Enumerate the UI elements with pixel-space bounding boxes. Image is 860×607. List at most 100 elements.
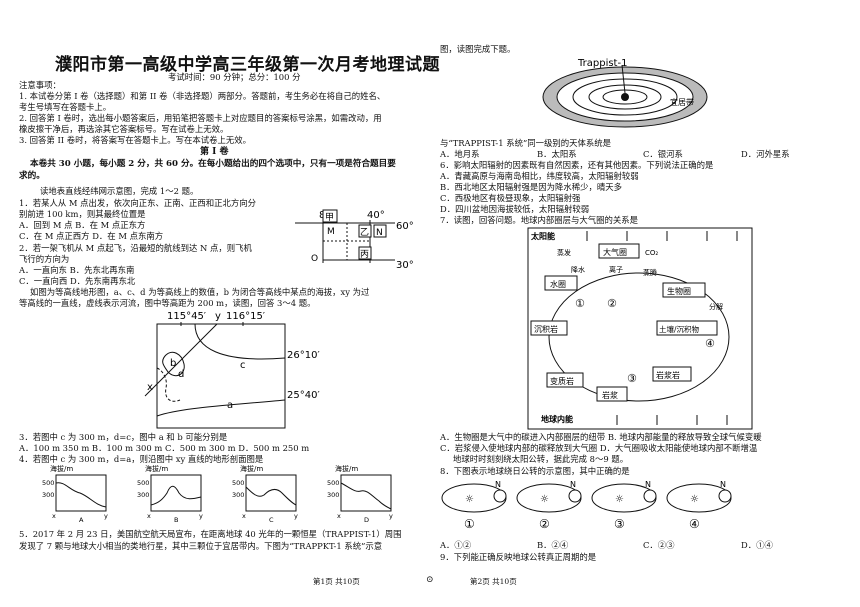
profile-c: 海拔/m 500 300 x y C — [232, 464, 298, 523]
b-label: b — [170, 358, 176, 369]
svg-text:N: N — [495, 480, 501, 489]
cell-bing: 丙 — [360, 249, 369, 260]
svg-text:500: 500 — [232, 479, 244, 487]
q2-options: A．一直向东 B．先东北再东南 — [19, 265, 135, 275]
q1-intro: 读地表直线经纬网示意图，完成 1～2 题。 — [40, 186, 199, 196]
svg-text:☼: ☼ — [690, 494, 699, 505]
profile-d: 海拔/m 500 300 x y D — [327, 464, 393, 523]
lon-label: 40° — [367, 210, 385, 221]
svg-text:☼: ☼ — [615, 494, 624, 505]
q3-intro: 如图为等高线地形图，a、c、d 为等高线上的数值，b 为闭合等高线中某点的海拔，… — [30, 287, 370, 297]
q5-option: A．地月系 — [440, 149, 480, 159]
q6-option: A．青藏高原与海南岛相比，纬度较高，太阳辐射较弱 — [440, 171, 639, 181]
svg-text:地球内能: 地球内能 — [541, 414, 573, 424]
svg-text:①: ① — [464, 517, 475, 531]
q7-option: C．岩浆侵入使地球内部的碳释放到大气圈 D．大气圈吸收太阳能使地球内部不断增温 — [440, 443, 758, 453]
page-footer-left: 第1页 共10页 — [313, 577, 360, 586]
note-line: 3. 回答第 II 卷时，将答案写在答题卡上。写在本试卷上无效。 — [19, 135, 251, 145]
svg-text:D: D — [364, 516, 369, 523]
page-title: 濮阳市第一高级中学高三年级第一次月考地理试题 — [55, 55, 440, 75]
q4-line: 4．若图中 c 为 300 m，d=a，则沿图中 xy 直线的地形剖面图是 — [19, 454, 264, 464]
q8-option: B．②④ — [537, 540, 569, 550]
q2-line: 2．若一架飞机从 M 点起飞，沿最短的航线到达 N 点，则飞机 — [19, 243, 252, 253]
point-n: N — [376, 228, 383, 238]
svg-text:蒸发: 蒸发 — [557, 248, 571, 257]
svg-text:300: 300 — [42, 491, 54, 499]
q5-option: B．太阳系 — [537, 149, 577, 159]
svg-text:300: 300 — [327, 491, 339, 499]
profile-a: 海拔/m 500 300 x y A — [42, 464, 108, 523]
q2-line: 飞行的方向为 — [19, 254, 70, 264]
svg-text:☼: ☼ — [465, 494, 474, 505]
section-intro: 本卷共 30 小题，每小题 2 分，共 60 分。在每小题给出的四个选项中，只有… — [30, 159, 396, 169]
earth-cycle-diagram: 太阳能 地球内能 大气圈 水圈 生物圈 沉积岩 土壤/沉积物 变质岩 岩浆 岩浆… — [527, 227, 753, 430]
svg-text:离子: 离子 — [609, 265, 623, 274]
habitable-zone-label: 宜居带 — [670, 97, 694, 107]
svg-text:沉积岩: 沉积岩 — [534, 324, 558, 334]
svg-text:②: ② — [539, 517, 550, 531]
note-line: 橡皮擦干净后，再选涂其它答案标号。写在试卷上无效。 — [19, 124, 229, 134]
svg-text:太阳能: 太阳能 — [530, 231, 555, 241]
svg-text:x: x — [147, 512, 151, 520]
d-label: d — [178, 369, 184, 380]
q8-line: 8．下图表示地球绕日公转的示意图，其中正确的是 — [440, 466, 630, 476]
svg-text:x: x — [242, 512, 246, 520]
orbit-options: ☼ N ① ☼ N ② ☼ N ③ ☼ N ④ — [441, 480, 732, 531]
q5-option: D．河外星系 — [741, 149, 790, 159]
svg-text:降水: 降水 — [571, 265, 585, 274]
profile-options: 海拔/m 500 300 x y A 海拔/m 500 300 x y B 海拔… — [42, 464, 393, 523]
svg-text:③: ③ — [614, 517, 625, 531]
c-label: c — [240, 360, 246, 371]
svg-text:☼: ☼ — [540, 494, 549, 505]
svg-text:300: 300 — [137, 491, 149, 499]
svg-text:④: ④ — [705, 337, 715, 350]
svg-text:C: C — [269, 516, 274, 523]
svg-text:分解: 分解 — [709, 302, 723, 311]
svg-text:海拔/m: 海拔/m — [335, 464, 358, 473]
svg-text:海拔/m: 海拔/m — [145, 464, 168, 473]
svg-text:500: 500 — [42, 479, 54, 487]
svg-text:岩浆: 岩浆 — [602, 390, 618, 400]
lon-label: 116°15′ — [226, 311, 266, 322]
lat-label: 25°40′ — [287, 390, 320, 401]
svg-text:500: 500 — [327, 479, 339, 487]
svg-text:N: N — [645, 480, 651, 489]
q5-line: 5．2017 年 2 月 23 日，美国航空航天局宣布，在距离地球 40 光年的… — [19, 529, 402, 539]
q1-line: 1．若某人从 M 点出发，依次向正东、正南、正西和正北方向分 — [19, 198, 256, 208]
q8-option: A．①② — [440, 540, 472, 550]
q6-line: 6．影响太阳辐射的因素既有自然因素，还有其他因素。下列说法正确的是 — [440, 160, 714, 170]
section-title: 第 I 卷 — [200, 147, 229, 157]
lat-label: 60° — [396, 221, 414, 232]
q1-options: C．在 M 点正西方 D．在 M 点东南方 — [19, 231, 164, 241]
profile-b: 海拔/m 500 300 x y B — [137, 464, 203, 523]
lat-label: 30° — [396, 260, 414, 271]
q2-options: C．一直向西 D．先东南再东北 — [19, 276, 136, 286]
svg-text:N: N — [720, 480, 726, 489]
svg-text:④: ④ — [689, 517, 700, 531]
svg-text:y: y — [389, 512, 393, 520]
note-line: 考生号填写在答题卡上。 — [19, 102, 112, 112]
center-mark: ⊙ — [426, 575, 434, 585]
svg-text:300: 300 — [232, 491, 244, 499]
cell-jia: 甲 — [325, 212, 334, 223]
svg-text:y: y — [294, 512, 298, 520]
orbit-4: ☼ N ④ — [666, 480, 732, 531]
trappist-diagram: Trappist-1 宜居带 — [542, 58, 708, 128]
point-m: M — [327, 227, 335, 237]
q9-line: 9．下列能正确反映地球公转真正周期的是 — [440, 552, 597, 562]
svg-text:③: ③ — [627, 372, 637, 385]
q5-line: 发现了 7 颗与地球大小相当的类地行星，其中三颗位于宜居带内。下图为“TRAPP… — [19, 541, 383, 551]
svg-text:N: N — [570, 480, 576, 489]
trappist-label: Trappist-1 — [577, 58, 627, 69]
svg-text:CO₂: CO₂ — [645, 249, 658, 257]
svg-text:大气圈: 大气圈 — [603, 247, 627, 257]
cell-yi: 乙 — [360, 227, 369, 238]
y-label: y — [215, 311, 221, 322]
svg-text:①: ① — [575, 297, 585, 310]
q8-option: D．①④ — [741, 540, 773, 550]
svg-text:x: x — [52, 512, 56, 520]
q3-options: A．100 m 350 m B．100 m 300 m C．500 m 300 … — [19, 443, 310, 453]
notes-header: 注意事项： — [19, 80, 61, 90]
note-line: 1. 本试卷分第 I 卷（选择题）和第 II 卷（非选择题）两部分。答题前，考生… — [19, 91, 386, 101]
svg-text:x: x — [337, 512, 341, 520]
